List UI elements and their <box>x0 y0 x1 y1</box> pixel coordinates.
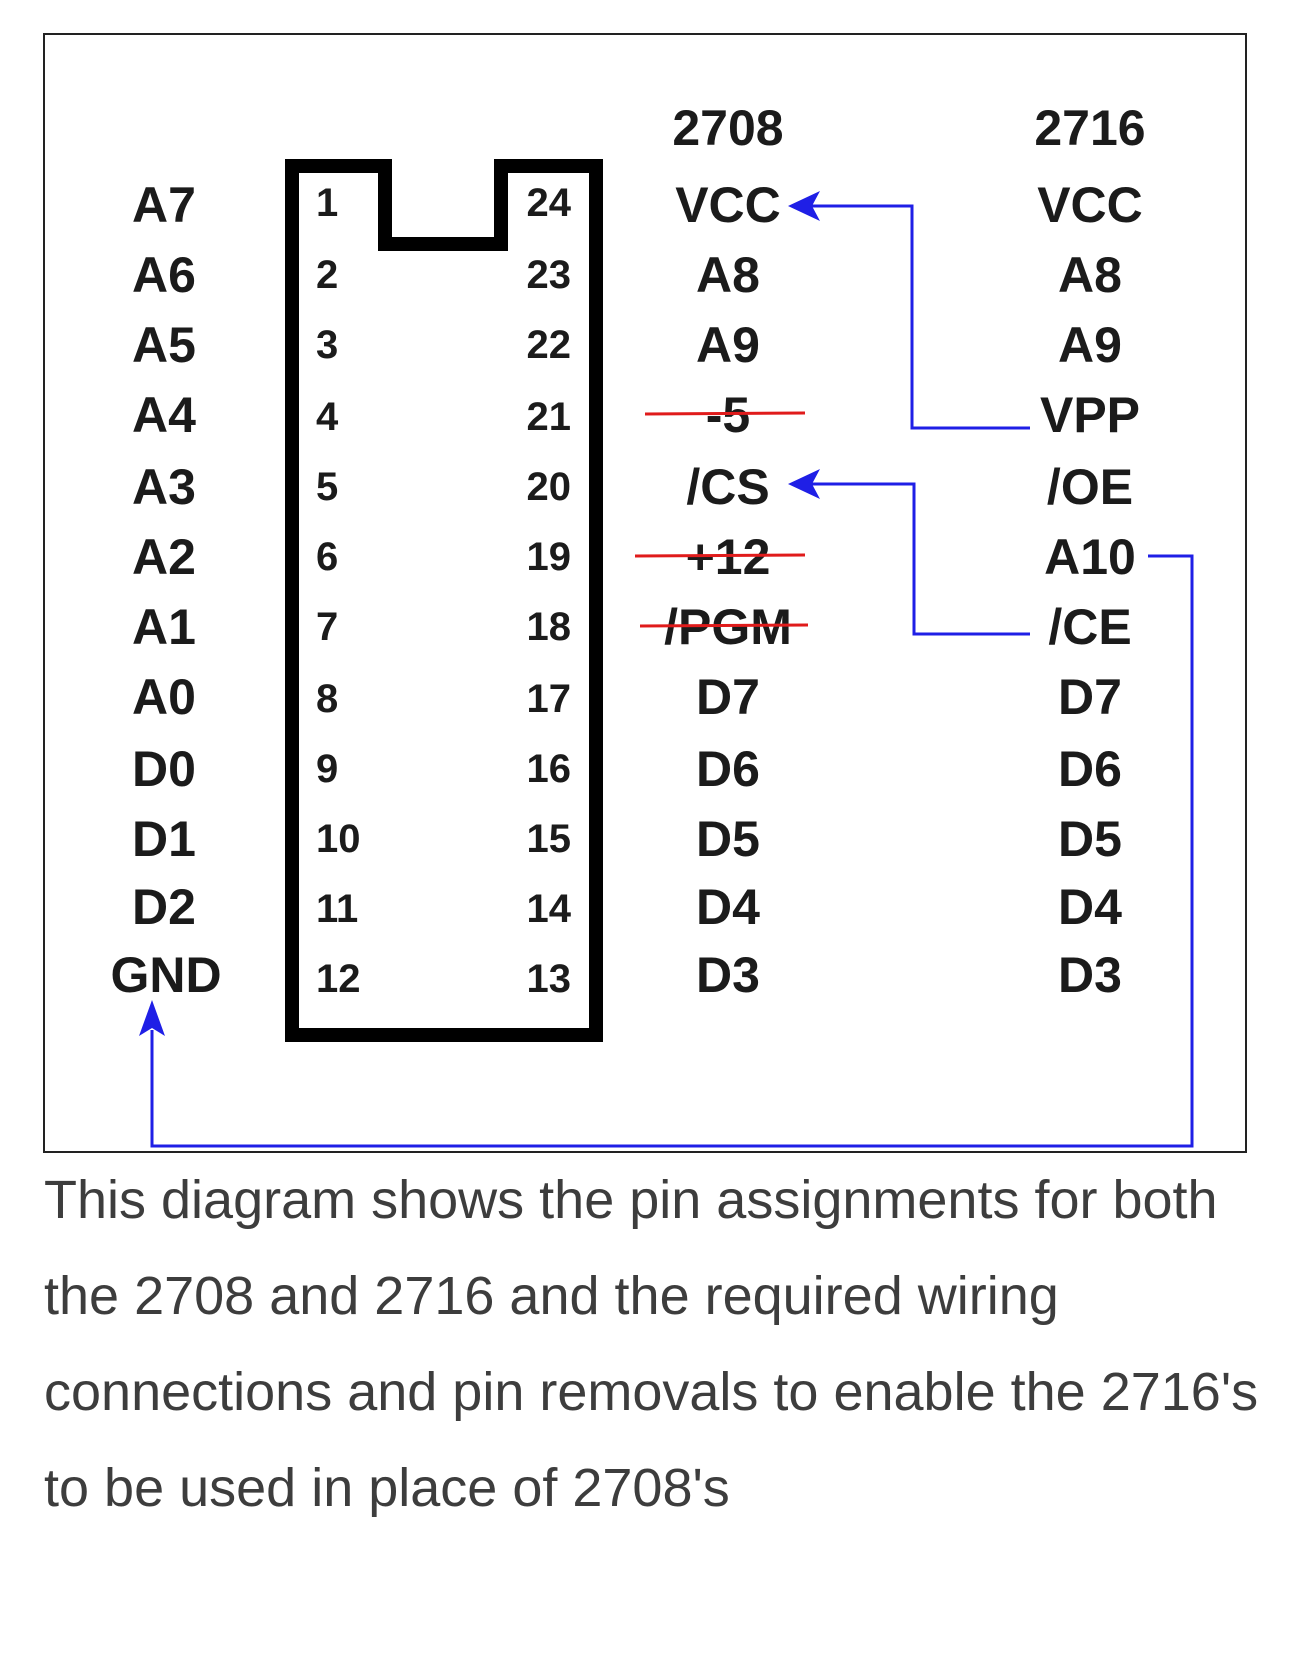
figure-caption: This diagram shows the pin assignments f… <box>44 1170 1259 1518</box>
label-2716: /OE <box>1047 459 1133 515</box>
left-pin-number: 2 <box>316 253 338 297</box>
right-pin-number: 22 <box>527 323 572 367</box>
label-2708: A9 <box>696 317 760 373</box>
label-2716: VCC <box>1037 177 1143 233</box>
left-pin-number: 11 <box>316 887 358 931</box>
label-2716: D3 <box>1058 947 1122 1003</box>
left-pin-label: A0 <box>132 669 196 725</box>
right-pin-number: 23 <box>527 253 572 297</box>
label-2708: D4 <box>696 879 760 935</box>
label-2716: D6 <box>1058 741 1122 797</box>
left-pin-label: A4 <box>132 387 196 443</box>
left-pin-number: 7 <box>316 605 338 649</box>
left-pin-number: 6 <box>316 535 338 579</box>
wire-a10-to-gnd <box>150 554 1194 1148</box>
arrow-to-cs <box>788 469 820 499</box>
label-2708: D7 <box>696 669 760 725</box>
right-pin-number: 24 <box>527 181 572 225</box>
right-pin-number: 17 <box>527 677 572 721</box>
label-2716: VPP <box>1040 387 1140 443</box>
wire-ce-to-cs <box>800 482 1030 636</box>
left-pin-number: 9 <box>316 747 338 791</box>
wire-vpp-to-vcc <box>800 204 1030 430</box>
arrow-to-gnd <box>139 1000 165 1036</box>
left-pin-label: A6 <box>132 247 196 303</box>
left-pin-label: A1 <box>132 599 196 655</box>
column-header-2708: 2708 <box>672 100 783 156</box>
column-header-2716: 2716 <box>1034 100 1145 156</box>
right-pin-number: 14 <box>527 887 572 931</box>
strike-line <box>639 623 809 628</box>
label-2708: D5 <box>696 811 760 867</box>
label-2716: A10 <box>1044 529 1136 585</box>
left-pin-label: D0 <box>132 741 196 797</box>
left-pin-number: 5 <box>316 465 338 509</box>
left-pin-number: 3 <box>316 323 338 367</box>
label-2716: D5 <box>1058 811 1122 867</box>
left-pin-label: D2 <box>132 879 196 935</box>
right-pin-number: 13 <box>527 957 572 1001</box>
left-pin-label: A5 <box>132 317 196 373</box>
right-pin-number: 20 <box>527 465 572 509</box>
left-pin-label: A7 <box>132 177 196 233</box>
strike-line <box>644 411 806 416</box>
label-2716: A9 <box>1058 317 1122 373</box>
right-pin-number: 16 <box>527 747 572 791</box>
left-pin-number: 10 <box>316 817 361 861</box>
label-2716: /CE <box>1048 599 1131 655</box>
left-pin-label: D1 <box>132 811 196 867</box>
chip-outline <box>285 159 603 1042</box>
left-pin-number: 12 <box>316 957 361 1001</box>
right-pin-number: 18 <box>527 605 572 649</box>
label-2716: D4 <box>1058 879 1122 935</box>
left-pin-number: 4 <box>316 395 339 439</box>
label-2708: A8 <box>696 247 760 303</box>
label-2716: D7 <box>1058 669 1122 725</box>
label-2708: VCC <box>675 177 781 233</box>
left-pin-label: A2 <box>132 529 196 585</box>
left-pin-label: A3 <box>132 459 196 515</box>
wiring-connections <box>139 191 1194 1148</box>
right-pin-number: 19 <box>527 535 572 579</box>
left-pin-number: 1 <box>316 181 338 225</box>
diagram-frame <box>43 33 1247 1153</box>
label-2716: A8 <box>1058 247 1122 303</box>
label-2708: D6 <box>696 741 760 797</box>
left-pin-number: 8 <box>316 677 338 721</box>
arrow-to-vcc <box>788 191 820 221</box>
right-pin-number: 15 <box>527 817 572 861</box>
strike-line <box>634 553 806 558</box>
removed-pin-strikes <box>634 411 809 628</box>
label-2708: /CS <box>686 459 769 515</box>
label-2708: D3 <box>696 947 760 1003</box>
left-pin-label: GND <box>110 947 221 1003</box>
right-pin-number: 21 <box>527 395 572 439</box>
